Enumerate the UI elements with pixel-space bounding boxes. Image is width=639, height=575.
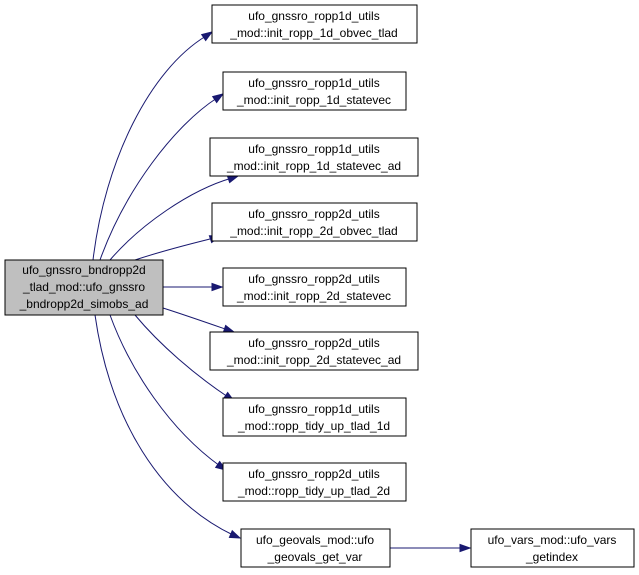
node-init-ropp-2d-statevec-ad[interactable]: ufo_gnssro_ropp2d_utils _mod::init_ropp_… (209, 331, 419, 371)
edge-root-to-n5 (163, 282, 224, 292)
edge-root-to-n9 (94, 314, 242, 539)
node-init-ropp-1d-statevec-ad[interactable]: ufo_gnssro_ropp1d_utils _mod::init_ropp_… (209, 137, 419, 177)
node-init-ropp-1d-statevec[interactable]: ufo_gnssro_ropp1d_utils _mod::init_ropp_… (222, 71, 407, 111)
node-7-line-1: ufo_gnssro_ropp1d_utils (248, 402, 379, 416)
edge-arrowhead (228, 529, 242, 539)
node-root-line-3: _bndropp2d_simobs_ad (19, 297, 149, 311)
node-10-line-2: _getindex (525, 550, 578, 564)
edge-root-to-n2 (99, 93, 225, 261)
node-root-ufo-gnssro-bndropp2d-simobs-ad[interactable]: ufo_gnssro_bndropp2d _tlad_mod::ufo_gnss… (4, 259, 164, 316)
edge-arrowhead (459, 543, 472, 553)
node-6-line-2: _mod::init_ropp_2d_statevec_ad (226, 353, 401, 367)
edge-arrowhead (211, 282, 224, 292)
edge-line (134, 314, 229, 398)
node-6-line-1: ufo_gnssro_ropp2d_utils (248, 336, 379, 350)
edge-arrowhead (226, 175, 240, 184)
edge-line (99, 97, 218, 261)
node-init-ropp-2d-statevec[interactable]: ufo_gnssro_ropp2d_utils _mod::init_ropp_… (222, 267, 407, 307)
node-10-line-1: ufo_vars_mod::ufo_vars (488, 533, 617, 547)
edge-root-to-n4 (134, 235, 222, 261)
edge-arrowhead (222, 324, 236, 333)
edge-line (162, 307, 229, 331)
node-ufo-geovals-get-var[interactable]: ufo_geovals_mod::ufo _geovals_get_var (240, 528, 391, 568)
node-init-ropp-2d-obvec-tlad[interactable]: ufo_gnssro_ropp2d_utils _mod::init_ropp_… (211, 202, 418, 242)
edge-line (92, 35, 207, 261)
node-9-line-1: ufo_geovals_mod::ufo (256, 533, 374, 547)
node-2-line-2: _mod::init_ropp_1d_statevec (236, 93, 391, 107)
node-3-line-2: _mod::init_ropp_1d_statevec_ad (226, 159, 401, 173)
node-2-line-1: ufo_gnssro_ropp1d_utils (248, 76, 379, 90)
edge-root-to-n6 (162, 307, 236, 333)
node-8-line-1: ufo_gnssro_ropp2d_utils (248, 467, 379, 481)
node-root-line-1: ufo_gnssro_bndropp2d (22, 263, 145, 277)
edge-root-to-n8 (109, 314, 228, 471)
node-ropp-tidy-up-tlad-2d[interactable]: ufo_gnssro_ropp2d_utils _mod::ropp_tidy_… (222, 462, 407, 502)
edge-line (109, 314, 221, 467)
node-7-line-2: _mod::ropp_tidy_up_tlad_1d (237, 419, 390, 433)
edge-root-to-n1 (92, 31, 214, 261)
edge-arrowhead (211, 93, 225, 104)
node-root-line-2: _tlad_mod::ufo_gnssro (22, 280, 145, 294)
node-1-line-2: _mod::init_ropp_1d_obvec_tlad (229, 26, 397, 40)
node-9-line-2: _geovals_get_var (267, 550, 363, 564)
edge-line (94, 314, 234, 536)
node-8-line-2: _mod::ropp_tidy_up_tlad_2d (237, 484, 390, 498)
node-5-line-1: ufo_gnssro_ropp2d_utils (248, 272, 379, 286)
edge-arrowhead (200, 31, 214, 42)
edge-line (134, 237, 215, 261)
edge-n9-to-n10 (390, 543, 472, 553)
node-3-line-1: ufo_gnssro_ropp1d_utils (248, 142, 379, 156)
node-init-ropp-1d-obvec-tlad[interactable]: ufo_gnssro_ropp1d_utils _mod::init_ropp_… (211, 4, 418, 44)
node-5-line-2: _mod::init_ropp_2d_statevec (236, 289, 391, 303)
node-4-line-2: _mod::init_ropp_2d_obvec_tlad (229, 224, 397, 238)
node-4-line-1: ufo_gnssro_ropp2d_utils (248, 207, 379, 221)
node-ufo-vars-getindex[interactable]: ufo_vars_mod::ufo_vars _getindex (470, 528, 635, 568)
node-1-line-1: ufo_gnssro_ropp1d_utils (248, 9, 379, 23)
edge-line (109, 177, 233, 261)
node-ropp-tidy-up-tlad-1d[interactable]: ufo_gnssro_ropp1d_utils _mod::ropp_tidy_… (222, 397, 407, 437)
